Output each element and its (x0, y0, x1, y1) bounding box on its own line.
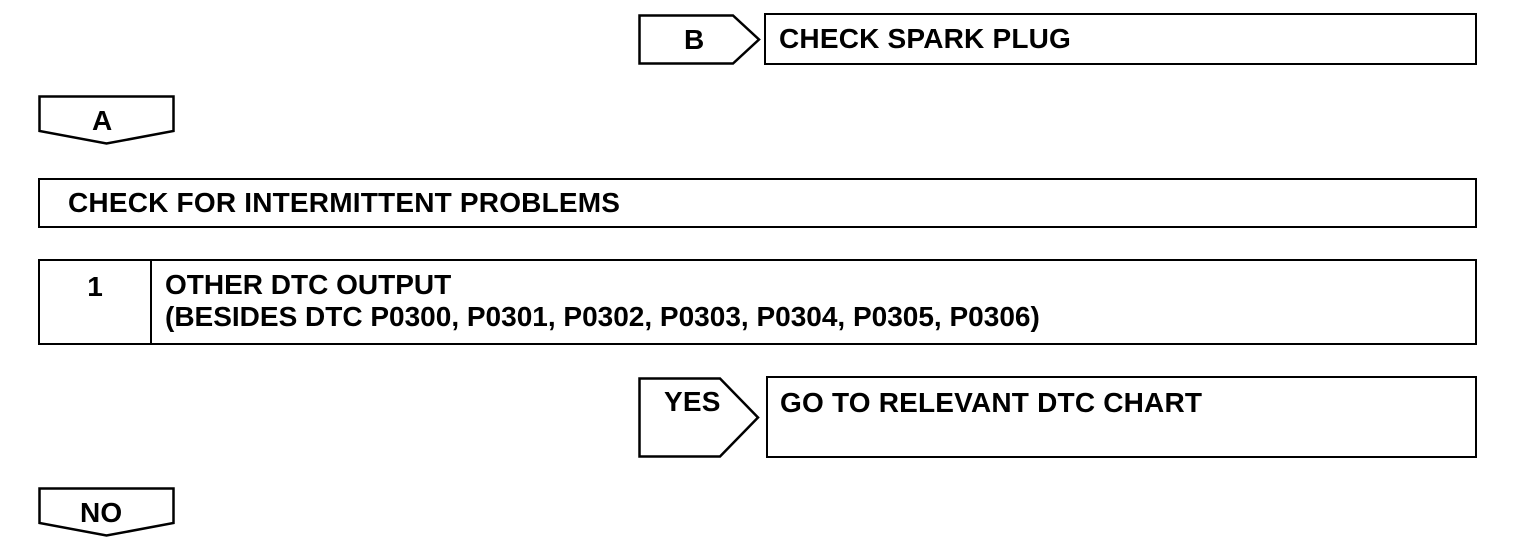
result-no-tag-label: NO (80, 497, 123, 528)
step-1-title: OTHER DTC OUTPUT (165, 269, 452, 300)
relevant-dtc-chart-box: GO TO RELEVANT DTC CHART (766, 376, 1477, 458)
check-spark-plug-label: CHECK SPARK PLUG (779, 23, 1072, 54)
result-no-down-arrow-tag (38, 487, 175, 537)
step-1-number: 1 (40, 261, 152, 343)
result-a-down-arrow-tag (38, 95, 175, 145)
check-spark-plug-box: CHECK SPARK PLUG (764, 13, 1477, 65)
intermittent-problems-box: CHECK FOR INTERMITTENT PROBLEMS (38, 178, 1477, 228)
step-1-text: OTHER DTC OUTPUT (BESIDES DTC P0300, P03… (152, 261, 1040, 343)
step-1-box: 1 OTHER DTC OUTPUT (BESIDES DTC P0300, P… (38, 259, 1477, 345)
branch-yes-tag-label: YES (664, 386, 721, 417)
relevant-dtc-chart-label: GO TO RELEVANT DTC CHART (780, 387, 1203, 418)
branch-b-arrow-tag (638, 14, 761, 65)
branch-b-tag-label: B (684, 24, 705, 55)
step-1-subtitle: (BESIDES DTC P0300, P0301, P0302, P0303,… (165, 301, 1040, 332)
result-a-tag-label: A (92, 105, 113, 136)
intermittent-problems-label: CHECK FOR INTERMITTENT PROBLEMS (68, 187, 621, 218)
branch-yes-arrow-tag (638, 377, 760, 458)
